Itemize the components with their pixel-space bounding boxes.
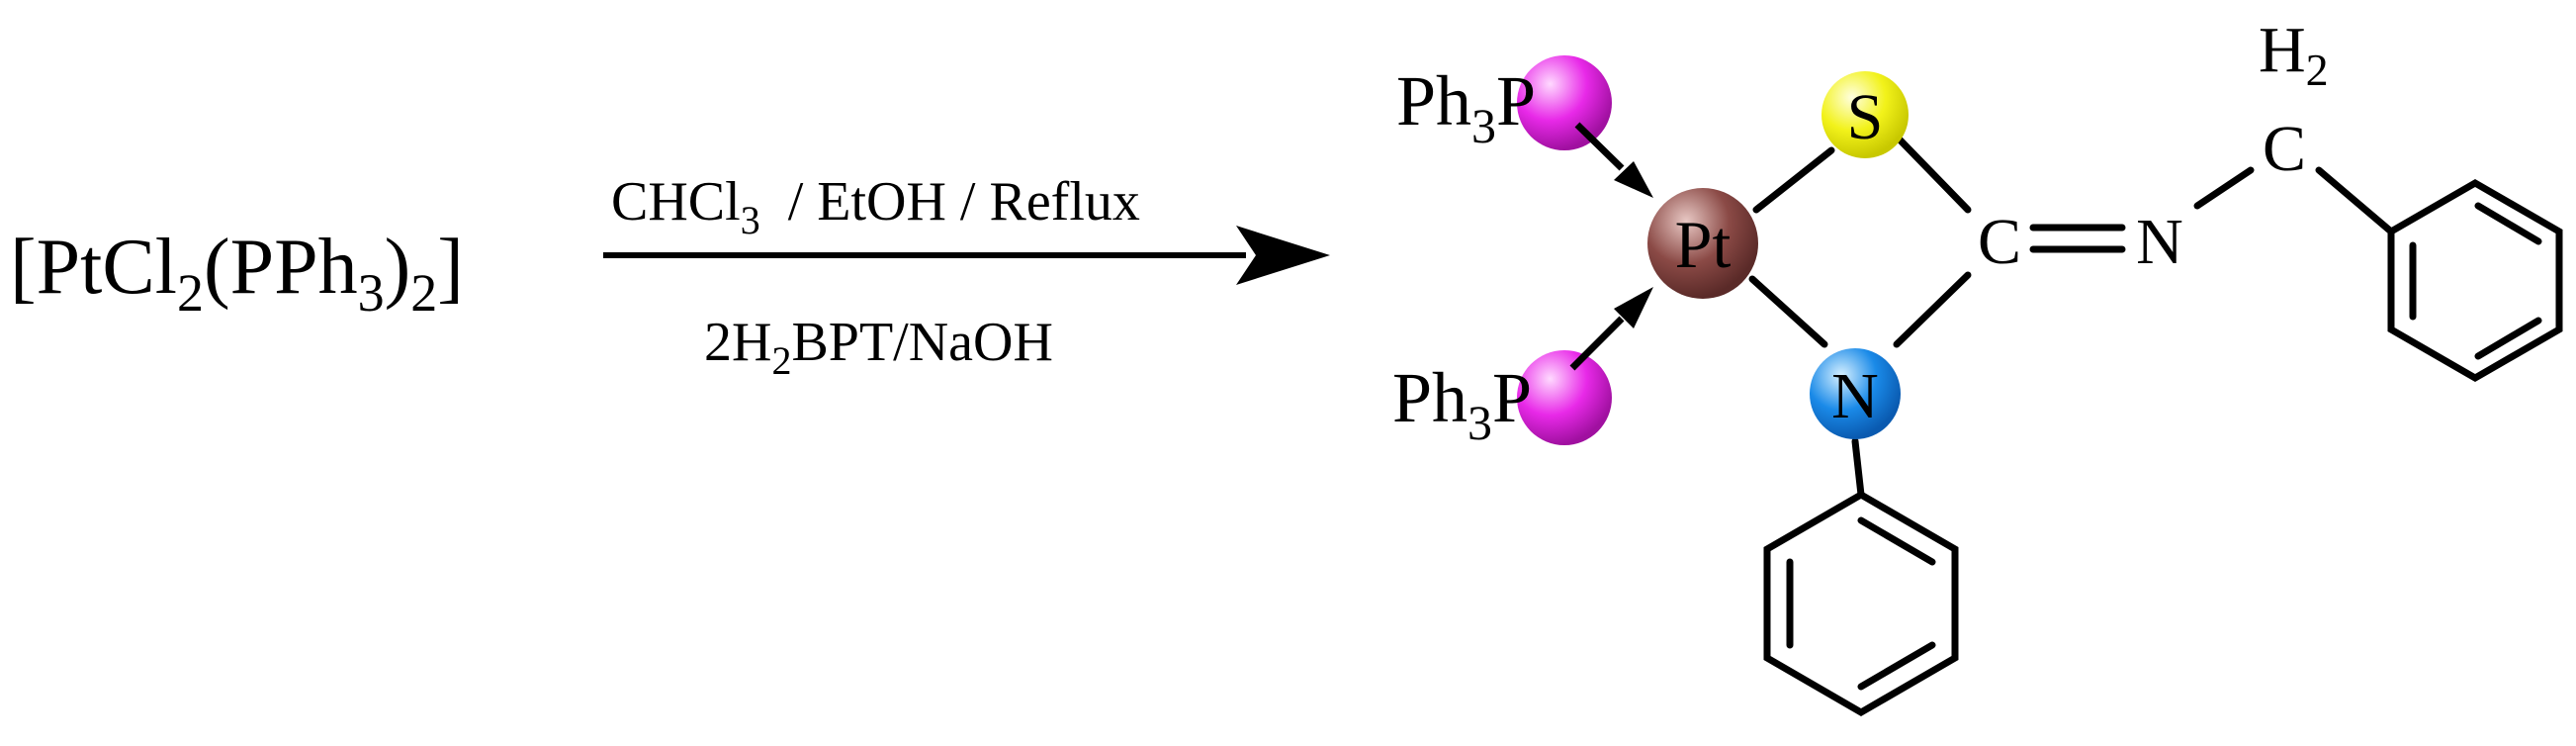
- product-bonds: [1748, 133, 2563, 717]
- platinum-label: Pt: [1675, 207, 1732, 282]
- bond-n-ch2: [2193, 166, 2255, 210]
- platinum-ball: [1647, 188, 1758, 299]
- phosphorus-ball-bottom: [1517, 350, 1612, 445]
- ring-nitrogen-label: N: [1831, 360, 1879, 432]
- dative-arrow-bottom-shaft: [1569, 316, 1625, 371]
- dative-arrow-top-shaft: [1574, 122, 1625, 171]
- sulfur-label: S: [1847, 81, 1884, 153]
- bond-pt-s: [1752, 146, 1835, 214]
- reactant-formula: [PtCl2(PPh3)2]: [10, 224, 464, 323]
- dative-arrows: [1569, 122, 1653, 371]
- methylene-carbon-label: C: [2263, 113, 2306, 185]
- dative-arrow-bottom-head: [1614, 287, 1653, 328]
- conditions-below: 2H2BPT/NaOH: [704, 312, 1053, 383]
- ligand-bottom-label: Ph3P: [1392, 358, 1532, 450]
- reaction-arrow: [603, 226, 1330, 285]
- benzene-ring-bottom: [1763, 490, 1959, 717]
- benzene-bottom-inner-3: [1857, 641, 1936, 691]
- benzene-ring-right: [2387, 178, 2563, 383]
- conditions-above: CHCl3 / EtOH / Reflux: [611, 171, 1140, 242]
- bond-n-c: [1893, 271, 1972, 348]
- benzene-right-inner-2: [2474, 202, 2542, 245]
- ligand-top-label: Ph3P: [1396, 61, 1536, 153]
- sulfur-ball: [1821, 71, 1909, 158]
- imine-nitrogen-label: N: [2136, 206, 2183, 278]
- bond-s-c: [1893, 133, 1972, 214]
- phosphorus-ball-top: [1517, 55, 1612, 150]
- benzene-right-inner-3: [2474, 317, 2542, 360]
- bond-pt-n: [1748, 275, 1828, 348]
- bond-ch2-ring: [2315, 166, 2395, 235]
- dative-arrow-top-head: [1614, 161, 1653, 198]
- methylene-h2-label: H2: [2259, 14, 2329, 95]
- nitrogen-ball: [1810, 348, 1901, 439]
- bond-n-phenyl: [1851, 437, 1865, 499]
- benzene-bottom-inner-2: [1857, 516, 1936, 566]
- carbon-label: C: [1978, 206, 2021, 278]
